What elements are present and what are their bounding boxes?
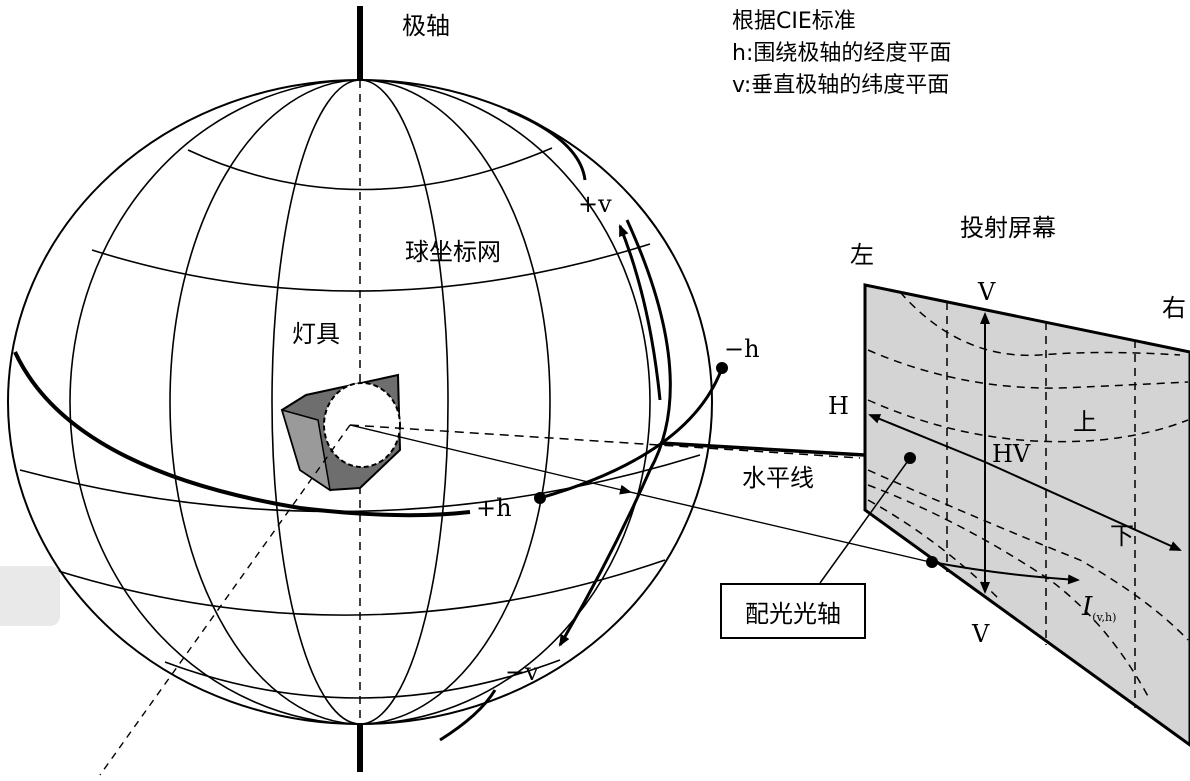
intensity-symbol: I: [1082, 592, 1093, 622]
plus-h-point: [534, 492, 546, 504]
intensity-arrow: [931, 561, 1080, 585]
minus-v-label: −v: [505, 658, 539, 686]
lamp-ray-down-dashed: [99, 424, 351, 776]
sphere-grid-label: 球坐标网: [405, 238, 501, 266]
lamp-ray-lower: [349, 424, 632, 495]
vertical-arc-upper: [507, 108, 587, 181]
hv-label: HV: [992, 440, 1031, 468]
vertical-arc-lower: [439, 689, 497, 742]
light-axis-leader: [819, 457, 911, 584]
v-definition: v:垂直极轴的纬度平面: [732, 73, 950, 98]
h-definition: h:围绕极轴的经度平面: [732, 41, 952, 66]
minus-h-point: [716, 362, 728, 374]
left-label: 左: [850, 241, 874, 269]
lamp-label: 灯具: [292, 320, 340, 348]
sphere-latitudes: [19, 147, 701, 699]
minus-h-label: −h: [724, 335, 760, 363]
screen-grid-verticals: [946, 302, 1136, 708]
cie-title: 根据CIE标准: [732, 9, 856, 34]
horizon-line-label: 水平线: [742, 464, 814, 492]
cie-note: 根据CIE标准 h:围绕极轴的经度平面 v:垂直极轴的纬度平面: [732, 6, 951, 102]
plus-v-label: +v: [578, 190, 612, 218]
intensity-subscript: (v,h): [1092, 611, 1117, 625]
v-top-label: V: [978, 278, 996, 306]
lamp-ray-lower-cont: [629, 491, 931, 563]
vertical-arc-arrow-top: [618, 224, 662, 401]
screen-h-axis-left: [868, 414, 986, 463]
horizontal-great-circle: [13, 351, 471, 518]
lamp-body: [280, 373, 402, 492]
right-label: 右: [1162, 294, 1186, 322]
h-label: H: [828, 392, 849, 420]
h-arc: [539, 367, 724, 500]
lamp-dashed-to-screen: [349, 424, 861, 459]
intensity-label: I(v,h): [1082, 594, 1116, 623]
screen-label: 投射屏幕: [960, 214, 1056, 242]
up-label: 上: [1073, 408, 1097, 436]
light-axis-box: 配光光轴: [720, 583, 866, 639]
down-label: 下: [1110, 522, 1134, 550]
projection-screen: [863, 283, 1190, 747]
sphere-meridians: [69, 79, 651, 725]
polar-axis-label: 极轴: [402, 12, 450, 40]
light-axis-label: 配光光轴: [745, 599, 841, 628]
v-bottom-label: V: [972, 620, 990, 648]
vertical-arc: [558, 219, 672, 647]
side-tab[interactable]: [0, 566, 60, 626]
plus-h-label: +h: [476, 494, 512, 522]
screen-h-axis-right: [984, 461, 1182, 551]
